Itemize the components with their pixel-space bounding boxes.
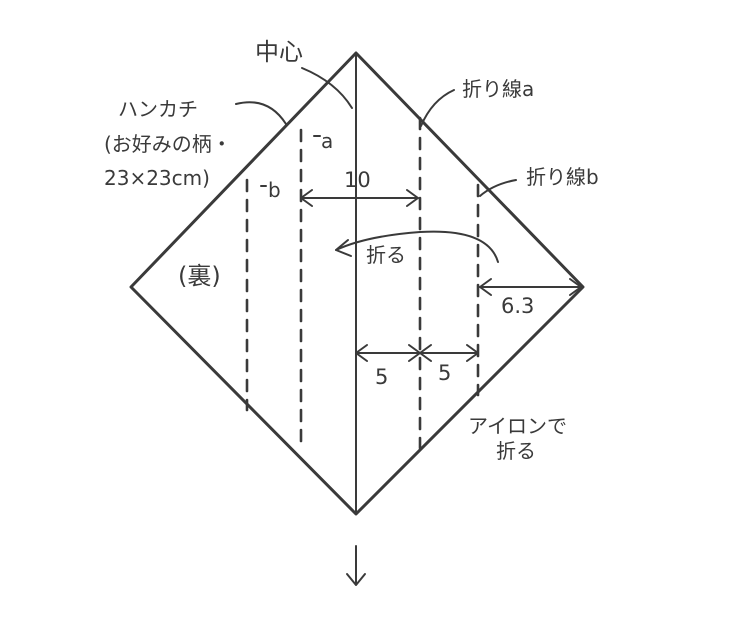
center-leader-line [301,67,353,109]
fold-action-arrowhead [335,239,352,257]
dimension-10-value: 10 [344,168,371,192]
dimension-5-left-value: 5 [375,365,388,389]
fold-action-arrow [335,230,499,263]
next-step-arrowhead [346,573,366,586]
fold-line-a-label: 折り線a [462,77,534,101]
back-side-label: (裏) [178,262,221,290]
dimension-6-3-arrow-left [479,278,492,296]
handkerchief-label: ハンカチ [118,97,198,121]
iron-fold-label-line2: 折る [496,439,536,463]
iron-fold-label-line1: アイロンで [468,414,567,438]
dimension-10-arrow-left [300,189,313,207]
marker-b-label: b [268,178,281,202]
dimension-6-3-value: 6.3 [501,294,534,318]
handkerchief-pattern-note: (お好みの柄・ [104,132,232,156]
dimension-5-arrow-right [466,344,479,362]
fold-action-label: 折る [366,243,406,267]
fold-line-b-leader [479,179,517,197]
fold-line-b-label: 折り線b [526,165,599,189]
dimension-10-arrow-right [406,189,419,207]
center-label: 中心 [255,38,303,66]
dimension-5-right-value: 5 [438,361,451,385]
handkerchief-leader-line [235,101,287,125]
dimension-5-arrow-mid-right [419,344,432,362]
dimension-6-3-arrow-right [569,278,582,296]
handkerchief-size-note: 23×23cm) [104,166,210,190]
marker-a-label: a [321,129,333,153]
fold-line-a-leader [420,89,455,127]
dimension-5-arrow-left [355,344,368,362]
